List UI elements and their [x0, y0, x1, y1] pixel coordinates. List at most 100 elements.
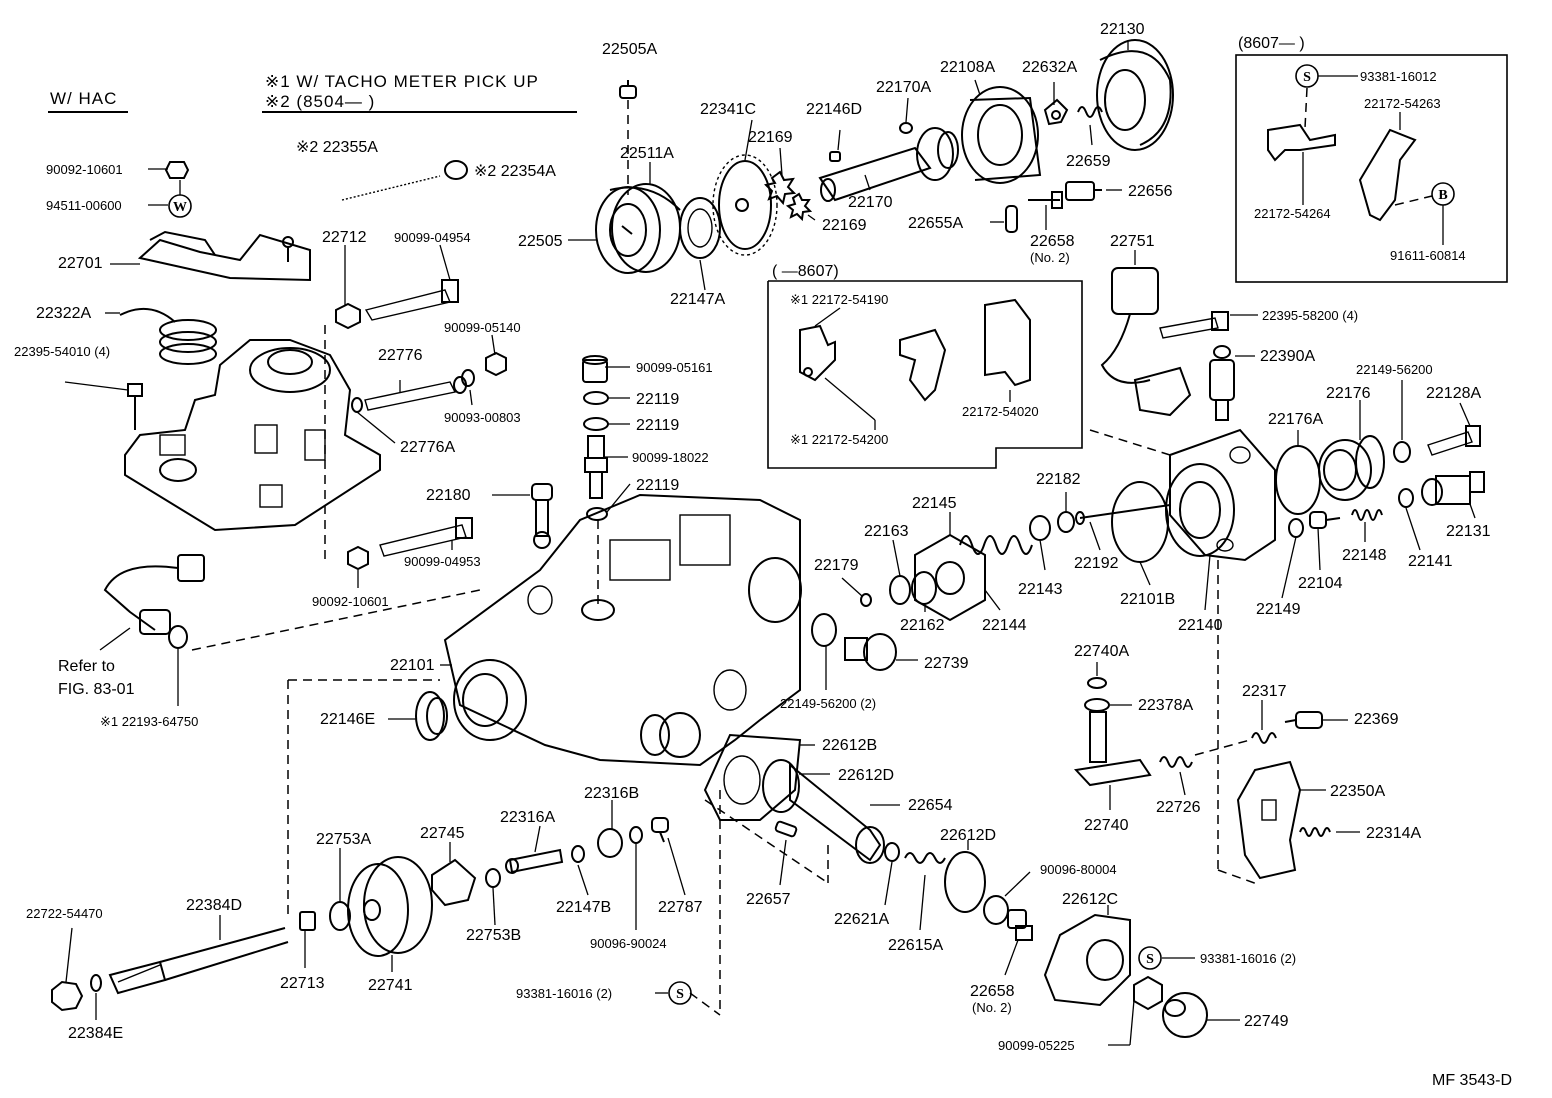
label-22119-a: 22119 [636, 391, 679, 408]
fitting-22131 [1421, 471, 1485, 506]
bracket-22172-54200 [899, 328, 947, 402]
label-93381-16016-a: 93381-16016 (2) [1200, 951, 1296, 966]
bracket-22172-54263 [1358, 128, 1417, 222]
label-22612D: 22612D [838, 767, 894, 784]
washer-90096-90024 [629, 826, 643, 844]
label-22149-56200-a: 22149-56200 [1356, 362, 1433, 377]
label-22316B: 22316B [584, 785, 639, 802]
label-22119-c: 22119 [636, 477, 679, 494]
pin-22316A [505, 848, 564, 874]
label-22726: 22726 [1156, 799, 1201, 816]
washer-22147B [571, 845, 585, 863]
dash-line-tube-diag [704, 799, 829, 884]
screw-symbol-a: S [1138, 946, 1162, 970]
slider-22745 [431, 858, 477, 907]
ring-22316B [597, 828, 623, 858]
label-22395-54010: 22395-54010 (4) [14, 344, 110, 359]
bolt-22658-top [1028, 191, 1063, 209]
label-22179: 22179 [814, 557, 859, 574]
label-22172-54263: 22172-54263 [1364, 96, 1441, 111]
screw-symbol-a-text: S [1146, 952, 1154, 967]
label-22656: 22656 [1128, 183, 1173, 200]
nut-90099-05140 [485, 351, 507, 377]
screw-symbol-c-text: S [1303, 70, 1311, 85]
label-22182: 22182 [1036, 471, 1081, 488]
label-22192: 22192 [1074, 555, 1119, 572]
pin-22657 [774, 820, 798, 838]
bearing-22146E [415, 691, 448, 741]
spring-22726 [1159, 756, 1193, 768]
label-22162: 22162 [900, 617, 945, 634]
sleeve-22130 [1096, 39, 1174, 151]
label-22612B: 22612B [822, 737, 877, 754]
label-22741: 22741 [368, 977, 413, 994]
label-22655A: 22655A [908, 215, 963, 232]
label-22149-56200-b: 22149-56200 (2) [780, 696, 876, 711]
plug-22739 [811, 613, 897, 671]
bolt-22395-58200 [1159, 311, 1229, 339]
o-ring-22612D [762, 759, 800, 813]
washer-symbol-text: W [173, 200, 187, 215]
label-91611-60814: 91611-60814 [1390, 248, 1466, 263]
leader-lines [64, 40, 1476, 1046]
label-90092-10601-a: 90092-10601 [46, 162, 123, 177]
ball-22179 [860, 593, 872, 607]
o-ring-22612D-b [944, 851, 986, 913]
pump-housing-22101 [443, 493, 802, 767]
lever-22740 [1073, 711, 1152, 787]
label-22147A: 22147A [670, 291, 725, 308]
label-22104: 22104 [1298, 575, 1343, 592]
cap-22749 [1162, 992, 1208, 1038]
pin-22192 [1075, 504, 1171, 525]
label-22615A: 22615A [888, 937, 943, 954]
screw-22787 [651, 817, 669, 843]
screw-symbol-b-text: S [676, 987, 684, 1002]
tube-22654 [789, 762, 885, 864]
label-22148: 22148 [1342, 547, 1387, 564]
dash-line-tacho [191, 589, 481, 651]
label-90099-05140: 90099-05140 [444, 320, 521, 335]
label-22740: 22740 [1084, 817, 1129, 834]
label-22172-54190: ※1 22172-54190 [790, 292, 888, 307]
label-22505A: 22505A [602, 41, 657, 58]
label-22378A: 22378A [1138, 697, 1193, 714]
label-22753A: 22753A [316, 831, 371, 848]
label-90092-10601-b: 90092-10601 [312, 594, 389, 609]
label-22144: 22144 [982, 617, 1027, 634]
label-22163: 22163 [864, 523, 909, 540]
dash-line-bolt [1394, 195, 1433, 206]
governor-holder-22108A [961, 86, 1042, 184]
gear-22341C [712, 154, 778, 256]
label-22193-64750: ※1 22193-64750 [100, 714, 198, 729]
cap-22354A [444, 160, 468, 180]
label-22350A: 22350A [1330, 783, 1385, 800]
reference-line-2: FIG. 83-01 [58, 681, 135, 698]
label-22712: 22712 [322, 229, 367, 246]
label-22658-b-sub: (No. 2) [972, 1000, 1012, 1015]
label-22701: 22701 [58, 255, 103, 272]
label-22753B: 22753B [466, 927, 521, 944]
figure-code: MF 3543-D [1432, 1072, 1512, 1089]
stud-90099-04953 [379, 517, 473, 557]
label-22369: 22369 [1354, 711, 1399, 728]
fitting-22176 [1318, 435, 1385, 501]
label-93381-16012: 93381-16012 [1360, 69, 1437, 84]
solenoid-22751 [1100, 267, 1192, 417]
label-22170A: 22170A [876, 79, 931, 96]
spring-22148 [1351, 509, 1383, 521]
note-2: ※2 (8504— ) [265, 92, 375, 111]
bolt-symbol-text: B [1438, 188, 1447, 203]
label-22101B: 22101B [1120, 591, 1175, 608]
label-90099-04953: 90099-04953 [404, 554, 481, 569]
bracket-22172-54190 [799, 324, 836, 382]
label-22146D: 22146D [806, 101, 862, 118]
label-22612D-b: 22612D [940, 827, 996, 844]
washer-22753B [485, 868, 501, 888]
timer-piston-22741 [347, 856, 433, 957]
label-22172-54264: 22172-54264 [1254, 206, 1331, 221]
washer-22141 [1398, 488, 1414, 508]
note-1: ※1 W/ TACHO METER PICK UP [265, 72, 539, 91]
